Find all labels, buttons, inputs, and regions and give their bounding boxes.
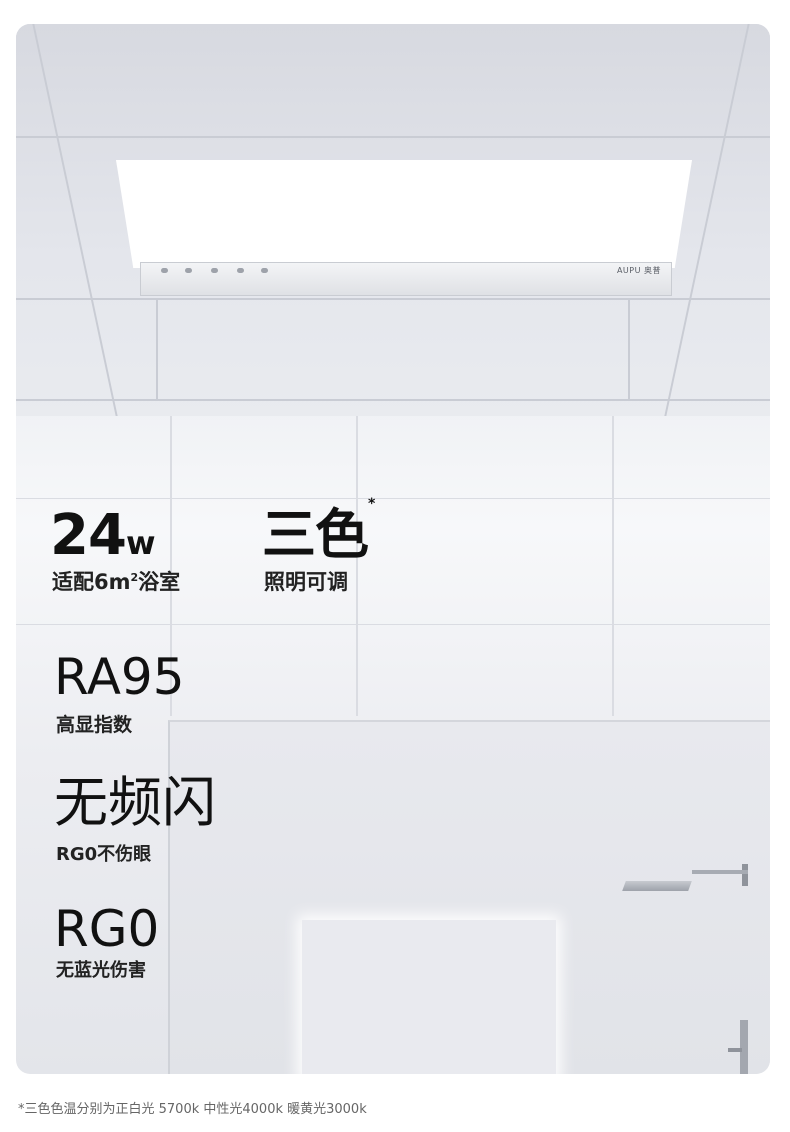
shower-valve [740, 1020, 748, 1074]
sensor-dot-icon [161, 268, 168, 273]
power-unit: w [125, 524, 156, 562]
wall-tile-line [16, 498, 770, 499]
ceiling-grid-line [16, 399, 770, 401]
flicker-title: 无频闪 [54, 771, 216, 834]
wall-tile-line [612, 416, 614, 716]
footnote: *三色色温分别为正白光 5700k 中性光4000k 暖黄光3000k [18, 1102, 367, 1117]
wall-tile-line [170, 416, 172, 716]
power-value: 24w [50, 508, 155, 564]
hero-image: AUPU 奥普 [16, 24, 770, 1074]
tricolor-title: 三色* [262, 497, 375, 562]
wall-tile-line [356, 416, 358, 716]
tricolor-caption: 照明可调 [264, 570, 348, 594]
rg0-title: RG0 [54, 900, 160, 958]
power-caption: 适配6m2浴室 [52, 572, 180, 593]
backlit-mirror-cabinet [302, 920, 556, 1074]
shower-valve-handle [728, 1048, 742, 1052]
control-dot-icon [211, 268, 218, 273]
control-dot-icon [261, 268, 268, 273]
rg0-caption: 无蓝光伤害 [56, 960, 146, 981]
tricolor-title-text: 三色 [262, 503, 369, 566]
ceiling-grid-line [156, 300, 158, 400]
ceiling-grid-line [16, 136, 770, 138]
ceiling-grid-line [628, 300, 630, 400]
ra-title: RA95 [54, 648, 185, 706]
flicker-caption: RG0不伤眼 [56, 844, 152, 865]
control-dot-icon [237, 268, 244, 273]
ra-caption: 高显指数 [56, 714, 133, 736]
power-caption-sup: 2 [130, 571, 139, 584]
ceiling-grid-line [16, 298, 770, 300]
shower-arm [692, 870, 748, 874]
power-number: 24 [50, 503, 127, 568]
control-dot-icon [185, 268, 192, 273]
panel-control-strip: AUPU 奥普 [140, 262, 672, 296]
led-panel-light [116, 160, 692, 268]
wall-tile-line [16, 624, 770, 625]
ceiling-grid-line [32, 24, 118, 416]
power-caption-pre: 适配6m [52, 570, 131, 594]
tricolor-asterisk: * [368, 496, 375, 512]
shower-head-icon [622, 881, 692, 891]
shower-mount [742, 864, 748, 886]
power-caption-post: 浴室 [138, 570, 181, 594]
brand-logo: AUPU 奥普 [616, 266, 661, 275]
